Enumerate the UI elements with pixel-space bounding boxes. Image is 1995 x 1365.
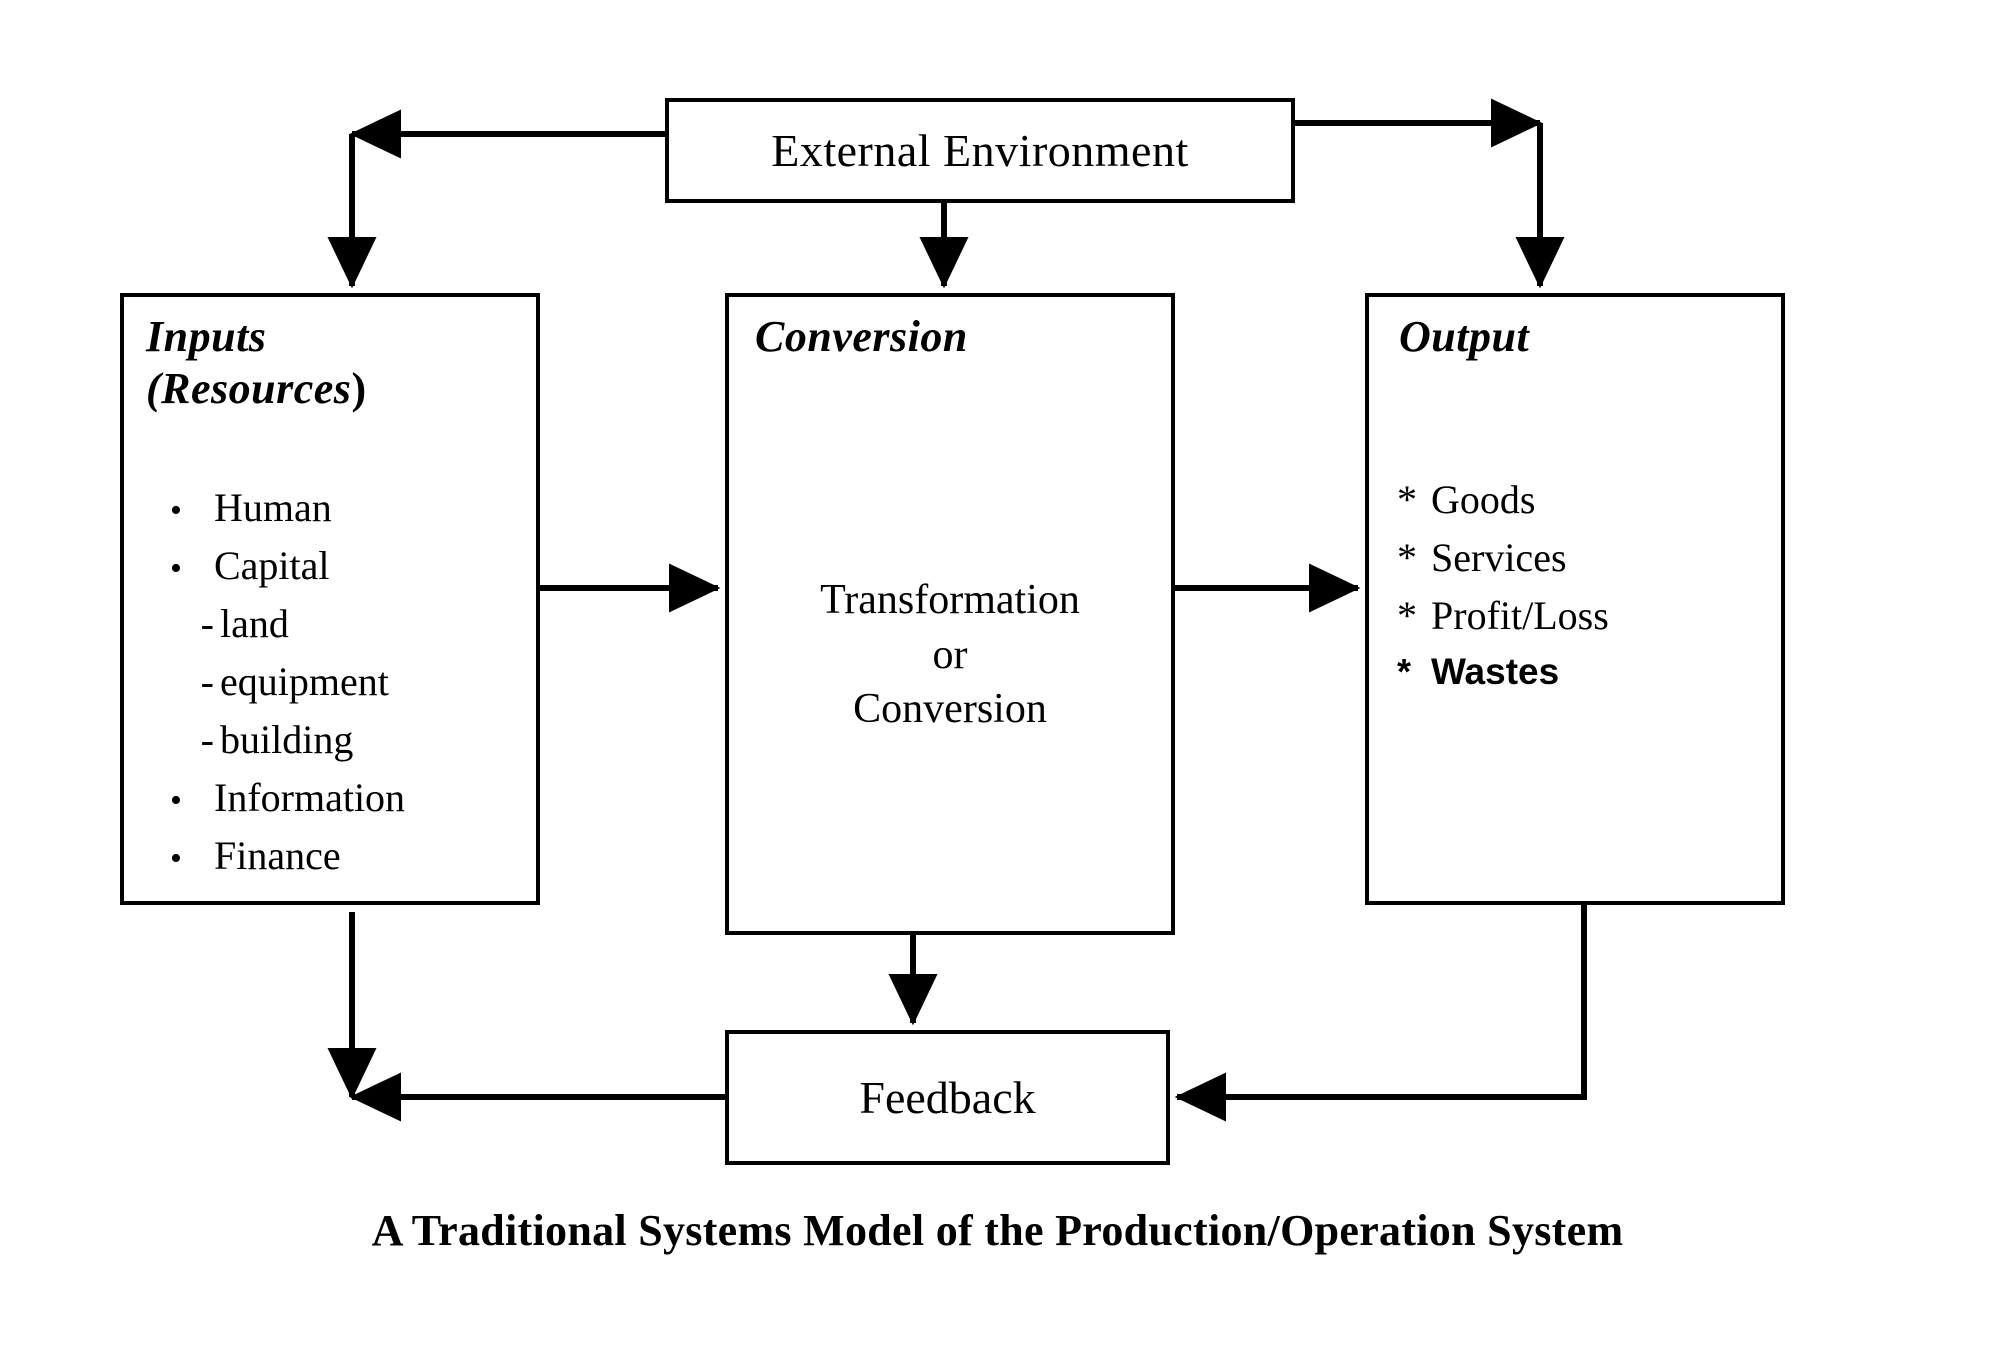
list-item-label: land bbox=[220, 601, 289, 646]
conversion-title: Conversion bbox=[755, 312, 968, 361]
asterisk-icon: * bbox=[1397, 593, 1417, 638]
list-item-label: Profit/Loss bbox=[1431, 593, 1609, 638]
asterisk-icon: * bbox=[1397, 535, 1417, 580]
list-item: - building bbox=[138, 717, 528, 775]
feedback-box[interactable]: Feedback bbox=[725, 1030, 1170, 1165]
bullet-icon: • bbox=[170, 492, 182, 529]
dash-icon: - bbox=[200, 717, 214, 762]
conversion-body-line1: Transformation bbox=[820, 577, 1080, 623]
feedback-label: Feedback bbox=[859, 1071, 1036, 1123]
list-item: • Information bbox=[138, 775, 528, 833]
external-environment-box[interactable]: External Environment bbox=[665, 98, 1295, 203]
list-item-label: Information bbox=[214, 775, 406, 820]
asterisk-icon: * bbox=[1397, 651, 1412, 692]
list-item-label: Services bbox=[1431, 535, 1567, 580]
connector-output-to-feedback bbox=[1174, 905, 1587, 1122]
list-item: * Profit/Loss bbox=[1397, 593, 1609, 651]
external-environment-label: External Environment bbox=[771, 124, 1189, 176]
inputs-title: Inputs (Resources) bbox=[146, 311, 367, 415]
diagram-caption: A Traditional Systems Model of the Produ… bbox=[371, 1206, 1624, 1255]
bullet-icon: • bbox=[170, 550, 182, 587]
output-list: * Goods * Services * Profit/Loss * Waste… bbox=[1397, 477, 1609, 709]
list-item: * Services bbox=[1397, 535, 1609, 593]
inputs-box[interactable]: Inputs (Resources) • Human • Capital - l… bbox=[120, 293, 540, 905]
asterisk-icon: * bbox=[1397, 477, 1417, 522]
conversion-box[interactable]: Conversion Transformation or Conversion bbox=[725, 293, 1175, 935]
inputs-title-line2: (Resources) bbox=[146, 363, 367, 413]
list-item: • Finance bbox=[138, 833, 528, 891]
list-item-label: Human bbox=[214, 485, 332, 530]
conversion-body-line2: or bbox=[932, 631, 968, 678]
conversion-body: Transformation or Conversion bbox=[729, 573, 1171, 737]
bullet-icon: • bbox=[170, 782, 182, 819]
list-item-label: Finance bbox=[214, 833, 341, 878]
list-item: - equipment bbox=[138, 659, 528, 717]
list-item: • Human bbox=[138, 485, 528, 543]
inputs-title-line1: Inputs bbox=[146, 312, 267, 361]
inputs-title-close-paren: ) bbox=[351, 363, 367, 413]
conversion-body-line3: Conversion bbox=[853, 686, 1047, 733]
list-item-label: Wastes bbox=[1431, 651, 1560, 692]
list-item-label: Goods bbox=[1431, 477, 1536, 522]
inputs-list: • Human • Capital - land - equipment - b… bbox=[138, 485, 528, 891]
bullet-icon: • bbox=[170, 840, 182, 877]
list-item: * Wastes bbox=[1397, 651, 1609, 709]
list-item-label: building bbox=[220, 717, 354, 762]
list-item: • Capital bbox=[138, 543, 528, 601]
list-item-label: Capital bbox=[214, 543, 330, 588]
dash-icon: - bbox=[200, 601, 214, 646]
dash-icon: - bbox=[200, 659, 214, 704]
list-item: * Goods bbox=[1397, 477, 1609, 535]
list-item: - land bbox=[138, 601, 528, 659]
list-item-label: equipment bbox=[220, 659, 389, 704]
output-box[interactable]: Output * Goods * Services * Profit/Loss … bbox=[1365, 293, 1785, 905]
output-title: Output bbox=[1399, 312, 1530, 361]
